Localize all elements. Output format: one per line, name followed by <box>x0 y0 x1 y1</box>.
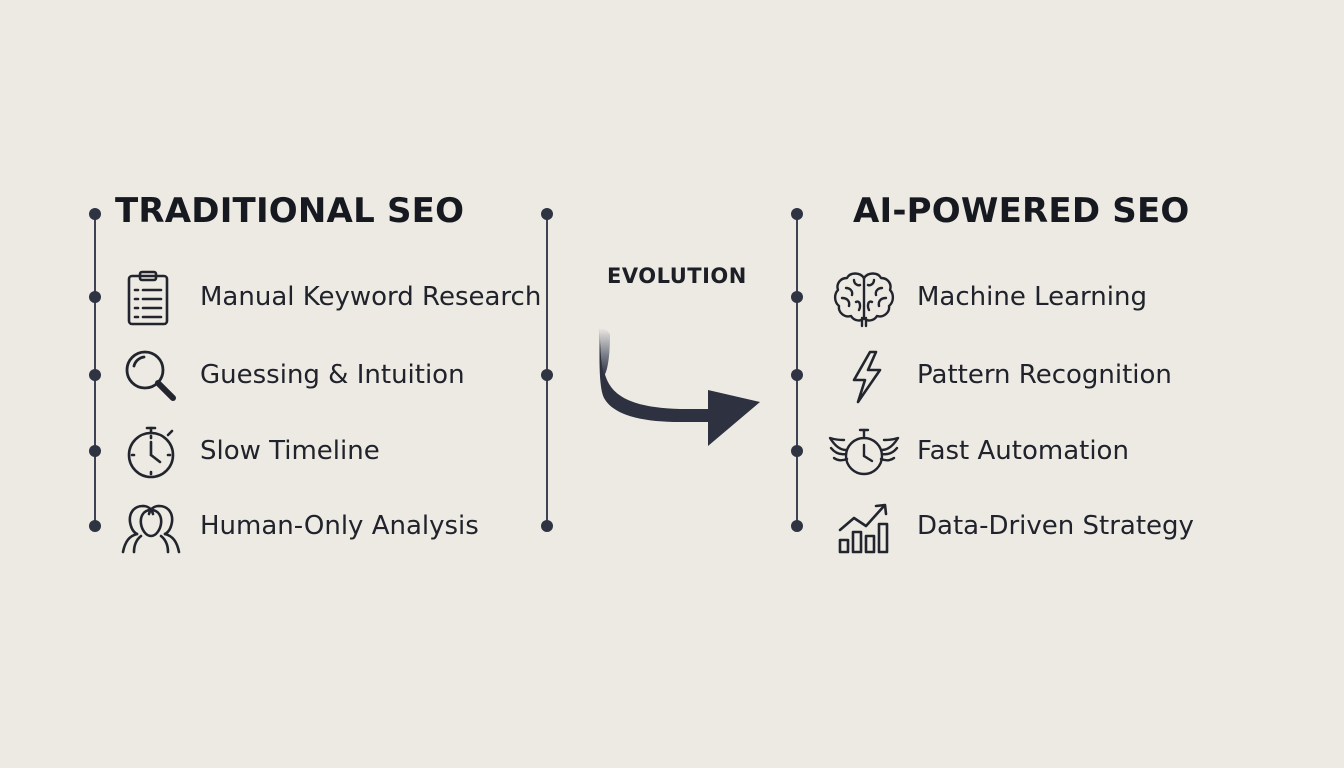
traditional-seo-title: TRADITIONAL SEO <box>115 191 465 231</box>
timeline-dot <box>89 208 101 220</box>
timeline-dot <box>89 445 101 457</box>
timeline-dot <box>791 520 803 532</box>
traditional-item-label: Guessing & Intuition <box>200 360 465 390</box>
traditional-item-label: Manual Keyword Research <box>200 282 542 312</box>
people-icon <box>119 496 183 560</box>
traditional-item-label: Human-Only Analysis <box>200 511 479 541</box>
ai-item-label: Machine Learning <box>917 282 1147 312</box>
bar-chart-trend-icon <box>834 496 898 560</box>
winged-stopwatch-icon <box>828 420 900 484</box>
timeline-dot <box>791 445 803 457</box>
timeline-dot <box>791 208 803 220</box>
timeline-dot <box>89 291 101 303</box>
timeline-dot <box>791 369 803 381</box>
magnifying-glass-icon <box>119 344 183 408</box>
ai-item-label: Data-Driven Strategy <box>917 511 1194 541</box>
timeline-dot <box>791 291 803 303</box>
clipboard-checklist-icon <box>117 266 181 330</box>
stopwatch-icon <box>119 420 183 484</box>
ai-item-label: Pattern Recognition <box>917 360 1172 390</box>
evolution-label: EVOLUTION <box>607 264 747 288</box>
timeline-dot <box>89 369 101 381</box>
traditional-item-label: Slow Timeline <box>200 436 380 466</box>
ai-powered-seo-title: AI-POWERED SEO <box>853 191 1190 231</box>
brain-icon <box>832 266 896 330</box>
timeline-dot <box>541 520 553 532</box>
timeline-dot <box>541 208 553 220</box>
timeline-dot <box>541 369 553 381</box>
lightning-bolt-icon <box>834 344 898 408</box>
timeline-dot <box>89 520 101 532</box>
curved-arrow-right-icon <box>596 320 766 450</box>
ai-item-label: Fast Automation <box>917 436 1129 466</box>
